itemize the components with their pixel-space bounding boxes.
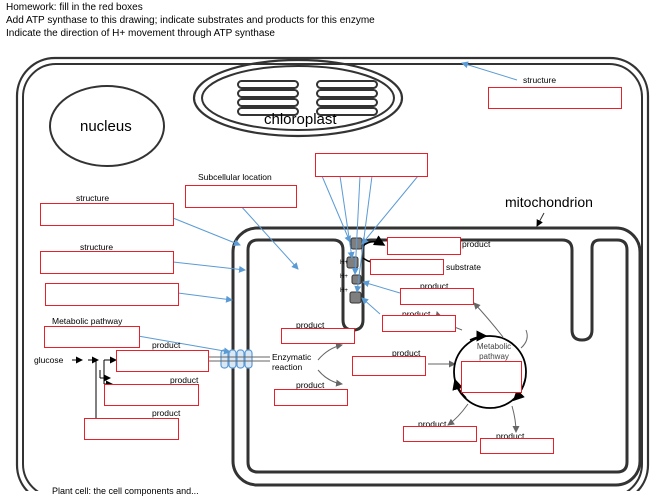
answer-box-structure-top-right[interactable]	[488, 87, 622, 109]
answer-box-substrate-atp[interactable]	[370, 259, 444, 275]
answer-box-subcellular-location[interactable]	[185, 185, 297, 208]
answer-box-metabolic-pathway[interactable]	[44, 326, 140, 348]
product-label-cycle-left: product	[418, 419, 447, 429]
nucleus-shape	[49, 85, 165, 167]
enzymatic-reaction-arrows	[317, 342, 456, 387]
nucleus-label: nucleus	[80, 118, 132, 135]
structure-label-left-1: structure	[76, 193, 110, 203]
answer-box-atp-synthase[interactable]	[315, 153, 428, 177]
product-label-enzymatic-top: product	[296, 320, 325, 330]
cycle-out-arrows	[435, 302, 528, 433]
product-label-upper-right: product	[420, 281, 449, 291]
h-plus-label-1: H+	[340, 260, 348, 266]
answer-box-structure-left-1[interactable]	[40, 203, 174, 226]
substrate-label-atp: substrate	[446, 262, 481, 272]
answer-box-product-right-2[interactable]	[382, 315, 456, 332]
answer-box-product-enzymatic-bottom[interactable]	[274, 389, 348, 406]
cycle-arrow-1	[469, 330, 488, 342]
cut-off-caption: Plant cell: the cell components and...	[52, 486, 199, 496]
answer-box-product-upper-right[interactable]	[400, 288, 474, 305]
product-label-right-2: product	[402, 309, 431, 319]
answer-box-product-left-3[interactable]	[84, 418, 179, 440]
h-plus-label-2: H+	[340, 274, 348, 280]
answer-box-metabolic-cycle[interactable]	[461, 361, 522, 393]
cycle-arrow-3	[452, 378, 467, 399]
metabolic-pathway-label: Metabolic pathway	[52, 316, 123, 326]
product-label-atp: product	[462, 239, 491, 249]
product-label-left-2: product	[170, 375, 199, 385]
homework-line-2: Add ATP synthase to this drawing; indica…	[6, 15, 375, 26]
answer-box-product-enzymatic-top[interactable]	[281, 328, 355, 344]
structure-label-top-right: structure	[523, 75, 557, 85]
chloroplast-label: chloroplast	[264, 111, 337, 128]
answer-box-product-left-2[interactable]	[104, 384, 199, 406]
blue-pointer-arrows	[137, 61, 518, 355]
answer-box-structure-left-2[interactable]	[40, 251, 174, 274]
homework-line-1: Homework: fill in the red boxes	[6, 2, 143, 13]
mitochondrion-pointer	[536, 212, 545, 227]
homework-line-3: Indicate the direction of H+ movement th…	[6, 28, 275, 39]
cell-membrane-inner	[22, 63, 643, 491]
metabolic-cycle	[453, 335, 527, 409]
enzymatic-reaction-label: Enzymatic reaction	[272, 352, 312, 372]
h-plus-label-3: H+	[340, 288, 348, 294]
answer-box-product-mid[interactable]	[352, 356, 426, 376]
metabolic-pathway-cycle-label: Metabolic pathway	[476, 342, 512, 361]
answer-box-product-cycle-right[interactable]	[480, 438, 554, 454]
product-label-glycolysis: product	[152, 340, 181, 350]
chloroplast-outer	[192, 58, 404, 138]
structure-label-left-2: structure	[80, 242, 114, 252]
subcellular-location-label: Subcellular location	[198, 172, 272, 182]
answer-box-left-3[interactable]	[45, 283, 179, 306]
mitochondrion-label: mitochondrion	[505, 194, 593, 210]
product-label-mid: product	[392, 348, 421, 358]
atp-curve-arrow-1	[362, 235, 386, 247]
glucose-transporter	[220, 349, 253, 369]
product-label-cycle-right: product	[496, 431, 525, 441]
product-label-left-3: product	[152, 408, 181, 418]
product-label-enzymatic-bottom: product	[296, 380, 325, 390]
answer-box-product-glycolysis[interactable]	[116, 350, 209, 372]
answer-box-product-atp[interactable]	[387, 237, 461, 255]
cell-wall-outer	[15, 56, 650, 491]
chloroplast-inner	[201, 65, 395, 131]
answer-box-product-cycle-left[interactable]	[403, 426, 477, 442]
glucose-label: glucose	[34, 355, 64, 365]
thylakoid-stacks	[237, 80, 378, 116]
